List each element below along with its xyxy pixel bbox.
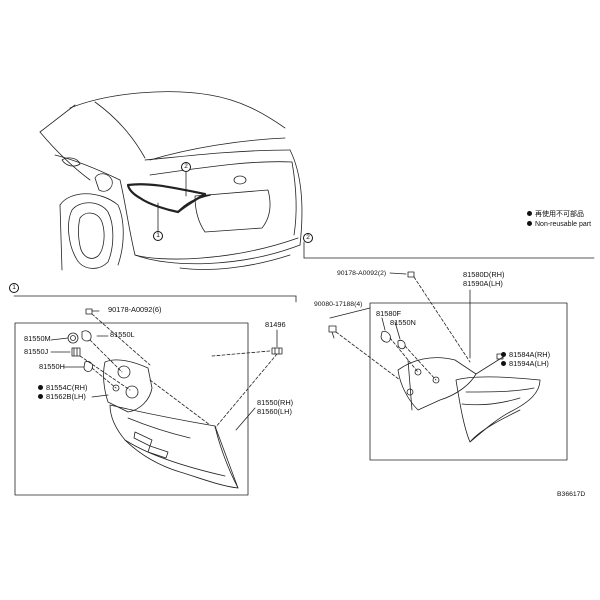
group-2-lamp-assembly: [455, 376, 541, 443]
group-2-bracket: [303, 241, 595, 259]
bullet-icon: [501, 352, 506, 357]
part-81550j: 81550J: [24, 347, 49, 356]
legend-non-reusable-en: Non-reusable part: [527, 221, 591, 228]
group-2-frame: [369, 302, 568, 461]
part-90178-a0092-2: 90178-A0092(2): [337, 270, 387, 277]
group-1-hardware: [67, 308, 283, 372]
car-rear-illustration: [39, 91, 303, 271]
part-81554c-rh: 81554C(RH): [38, 383, 88, 392]
part-81562b-lh: 81562B(LH): [38, 392, 86, 401]
part-81550m: 81550M: [24, 334, 51, 343]
figure-id: B36617D: [557, 491, 586, 498]
bullet-icon: [38, 394, 43, 399]
group-marker-1: 1: [9, 283, 19, 293]
bullet-icon: [527, 221, 532, 226]
part-81580f: 81580F: [376, 309, 402, 318]
bullet-icon: [38, 385, 43, 390]
group-1-frame: [14, 322, 249, 496]
group-1-lamp-assembly: [109, 404, 239, 489]
part-81580d-rh: 81580D(RH): [463, 270, 505, 279]
group-2-gasket: [397, 357, 477, 411]
callout-1-car: 1: [153, 231, 163, 241]
group-1-leaders: [79, 313, 278, 429]
part-90178-a0092-6: 90178-A0092(6): [108, 305, 162, 314]
bullet-icon: [527, 211, 532, 216]
group-1-bracket: [13, 295, 297, 303]
part-81550-rh: 81550(RH): [257, 398, 294, 407]
part-81560-lh: 81560(LH): [257, 407, 292, 416]
part-81584a-rh: 81584A(RH): [501, 350, 550, 359]
bullet-icon: [501, 361, 506, 366]
part-81550l: 81550L: [110, 330, 135, 339]
part-81496: 81496: [265, 320, 286, 329]
part-81550h: 81550H: [39, 362, 65, 371]
group-marker-2: 2: [303, 233, 313, 243]
part-90080-17188-4: 90080-17188(4): [314, 301, 363, 308]
legend-non-reusable-cn: 再使用不可部品: [527, 209, 584, 219]
group-1-gasket: [103, 359, 153, 413]
part-81550n: 81550N: [390, 318, 416, 327]
part-81594a-lh: 81594A(LH): [501, 359, 549, 368]
callout-2-car: 2: [181, 162, 191, 172]
part-81590a-lh: 81590A(LH): [463, 279, 503, 288]
group-2-leaders: [335, 276, 471, 381]
